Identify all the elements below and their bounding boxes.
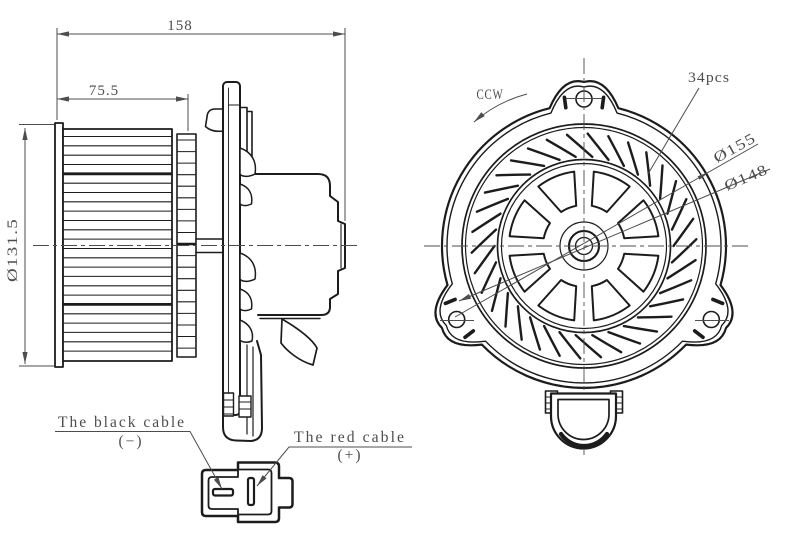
- fan-blade: [509, 159, 546, 168]
- fan-blade: [480, 261, 498, 294]
- side-view: 158 75.5 Ø131.5: [5, 18, 360, 442]
- fan-blade: [475, 197, 510, 213]
- hole-center-ticks: [440, 98, 729, 321]
- lower-bracket: [222, 340, 263, 442]
- fan-blade: [504, 291, 510, 328]
- fan-blade: [672, 217, 695, 248]
- bracket-clip: [222, 392, 235, 417]
- fan-blade: [565, 133, 594, 159]
- bracket-clip: [238, 395, 252, 418]
- tab-slot: [463, 329, 476, 340]
- fan-blade: [607, 330, 642, 345]
- spoke-opening: [617, 199, 660, 240]
- cage-fins: [62, 135, 173, 352]
- fan-blade: [516, 305, 523, 341]
- spoke-opening: [508, 199, 551, 240]
- fan-blade: [626, 141, 640, 176]
- mounting-hole: [447, 310, 466, 329]
- fan-blade: [645, 151, 652, 187]
- cage-body: [62, 128, 173, 362]
- fan-blade: [558, 330, 582, 360]
- negative-cable-label: The black cable: [58, 414, 186, 431]
- fan-blade: [607, 135, 626, 168]
- spoke-opening: [508, 252, 551, 293]
- fan-blade: [526, 147, 561, 162]
- leader-positive-cable: [256, 446, 412, 487]
- tab-slot: [443, 297, 457, 306]
- fan-blade: [586, 132, 610, 162]
- scroll-outlet: [280, 318, 318, 366]
- connector-housing-front: [544, 390, 624, 450]
- fan-blade: [473, 244, 496, 275]
- fan-blade: [542, 324, 561, 357]
- connector-thick-rim: [558, 431, 610, 449]
- fan-blades: [470, 132, 698, 360]
- spoke-opening: [617, 252, 660, 293]
- spoke-opening: [590, 170, 631, 213]
- fan-blade: [483, 184, 520, 194]
- fan-cage: [54, 122, 197, 368]
- housing-outline-inner: [439, 85, 729, 384]
- mounting-flange: [222, 81, 241, 416]
- fan-blade: [658, 164, 664, 201]
- motor-housing: [251, 173, 346, 316]
- positive-cable-label: The red cable: [294, 429, 406, 446]
- fan-blade: [636, 315, 673, 319]
- fan-blade: [471, 212, 502, 234]
- fan-blade: [666, 258, 697, 280]
- fan-blade: [545, 138, 577, 159]
- positive-polarity-label: (+): [337, 447, 362, 464]
- front-view: CCW 34pcs Ø155 Ø148: [424, 58, 771, 455]
- inner-diameter-label: Ø148: [722, 162, 771, 195]
- fan-blade: [495, 173, 532, 177]
- dim-total-length-label: 158: [167, 18, 193, 34]
- terminal-positive: [246, 476, 256, 507]
- negative-polarity-label: (−): [118, 433, 143, 450]
- terminal-negative: [211, 487, 235, 497]
- fan-blade: [666, 180, 678, 215]
- spoke-opening: [537, 170, 578, 213]
- fan-blade: [670, 198, 688, 231]
- outer-diameter-label: Ø155: [711, 130, 759, 166]
- tab-slot: [692, 329, 705, 340]
- fan-blade: [490, 277, 502, 312]
- fan-blade: [622, 324, 659, 333]
- connector-detail: The black cable (−) The red cable (+): [55, 414, 412, 524]
- fan-blade: [528, 316, 542, 351]
- rotation-label: CCW: [477, 87, 504, 103]
- dim-cage-length-label: 75.5: [89, 83, 119, 99]
- arrowhead-icon: [697, 172, 709, 180]
- hub-fins: [176, 139, 197, 349]
- cage-end-cap: [54, 122, 64, 368]
- dim-cage-diameter-label: Ø131.5: [5, 218, 21, 282]
- fan-blade: [648, 298, 685, 308]
- connector-cavity: [207, 468, 273, 516]
- motor-shaft: [195, 238, 224, 254]
- ccw-arrow-icon: [473, 93, 528, 123]
- impeller-blade-edges: [239, 147, 257, 343]
- leader-inner-diameter: [458, 168, 771, 302]
- tab-slot: [711, 297, 725, 306]
- blade-count-label: 34pcs: [688, 70, 730, 86]
- fan-blade: [574, 333, 603, 359]
- fan-blade: [591, 333, 623, 354]
- spoke-opening: [537, 279, 578, 322]
- scroll-inlet: [204, 108, 224, 133]
- connector-shell-inner: [557, 398, 610, 441]
- leader-negative-cable: [55, 431, 223, 490]
- fan-blade: [658, 279, 693, 295]
- fan-blade: [470, 228, 498, 254]
- leader-blade-count: [647, 87, 700, 175]
- flange-inner-edge: [228, 87, 241, 411]
- side-dimensions: 158 75.5 Ø131.5: [5, 18, 346, 367]
- tab-slot: [600, 95, 606, 110]
- mounting-hole: [702, 310, 721, 329]
- spoke-opening: [590, 279, 631, 322]
- tab-slot: [562, 95, 568, 110]
- fan-blade: [670, 238, 698, 264]
